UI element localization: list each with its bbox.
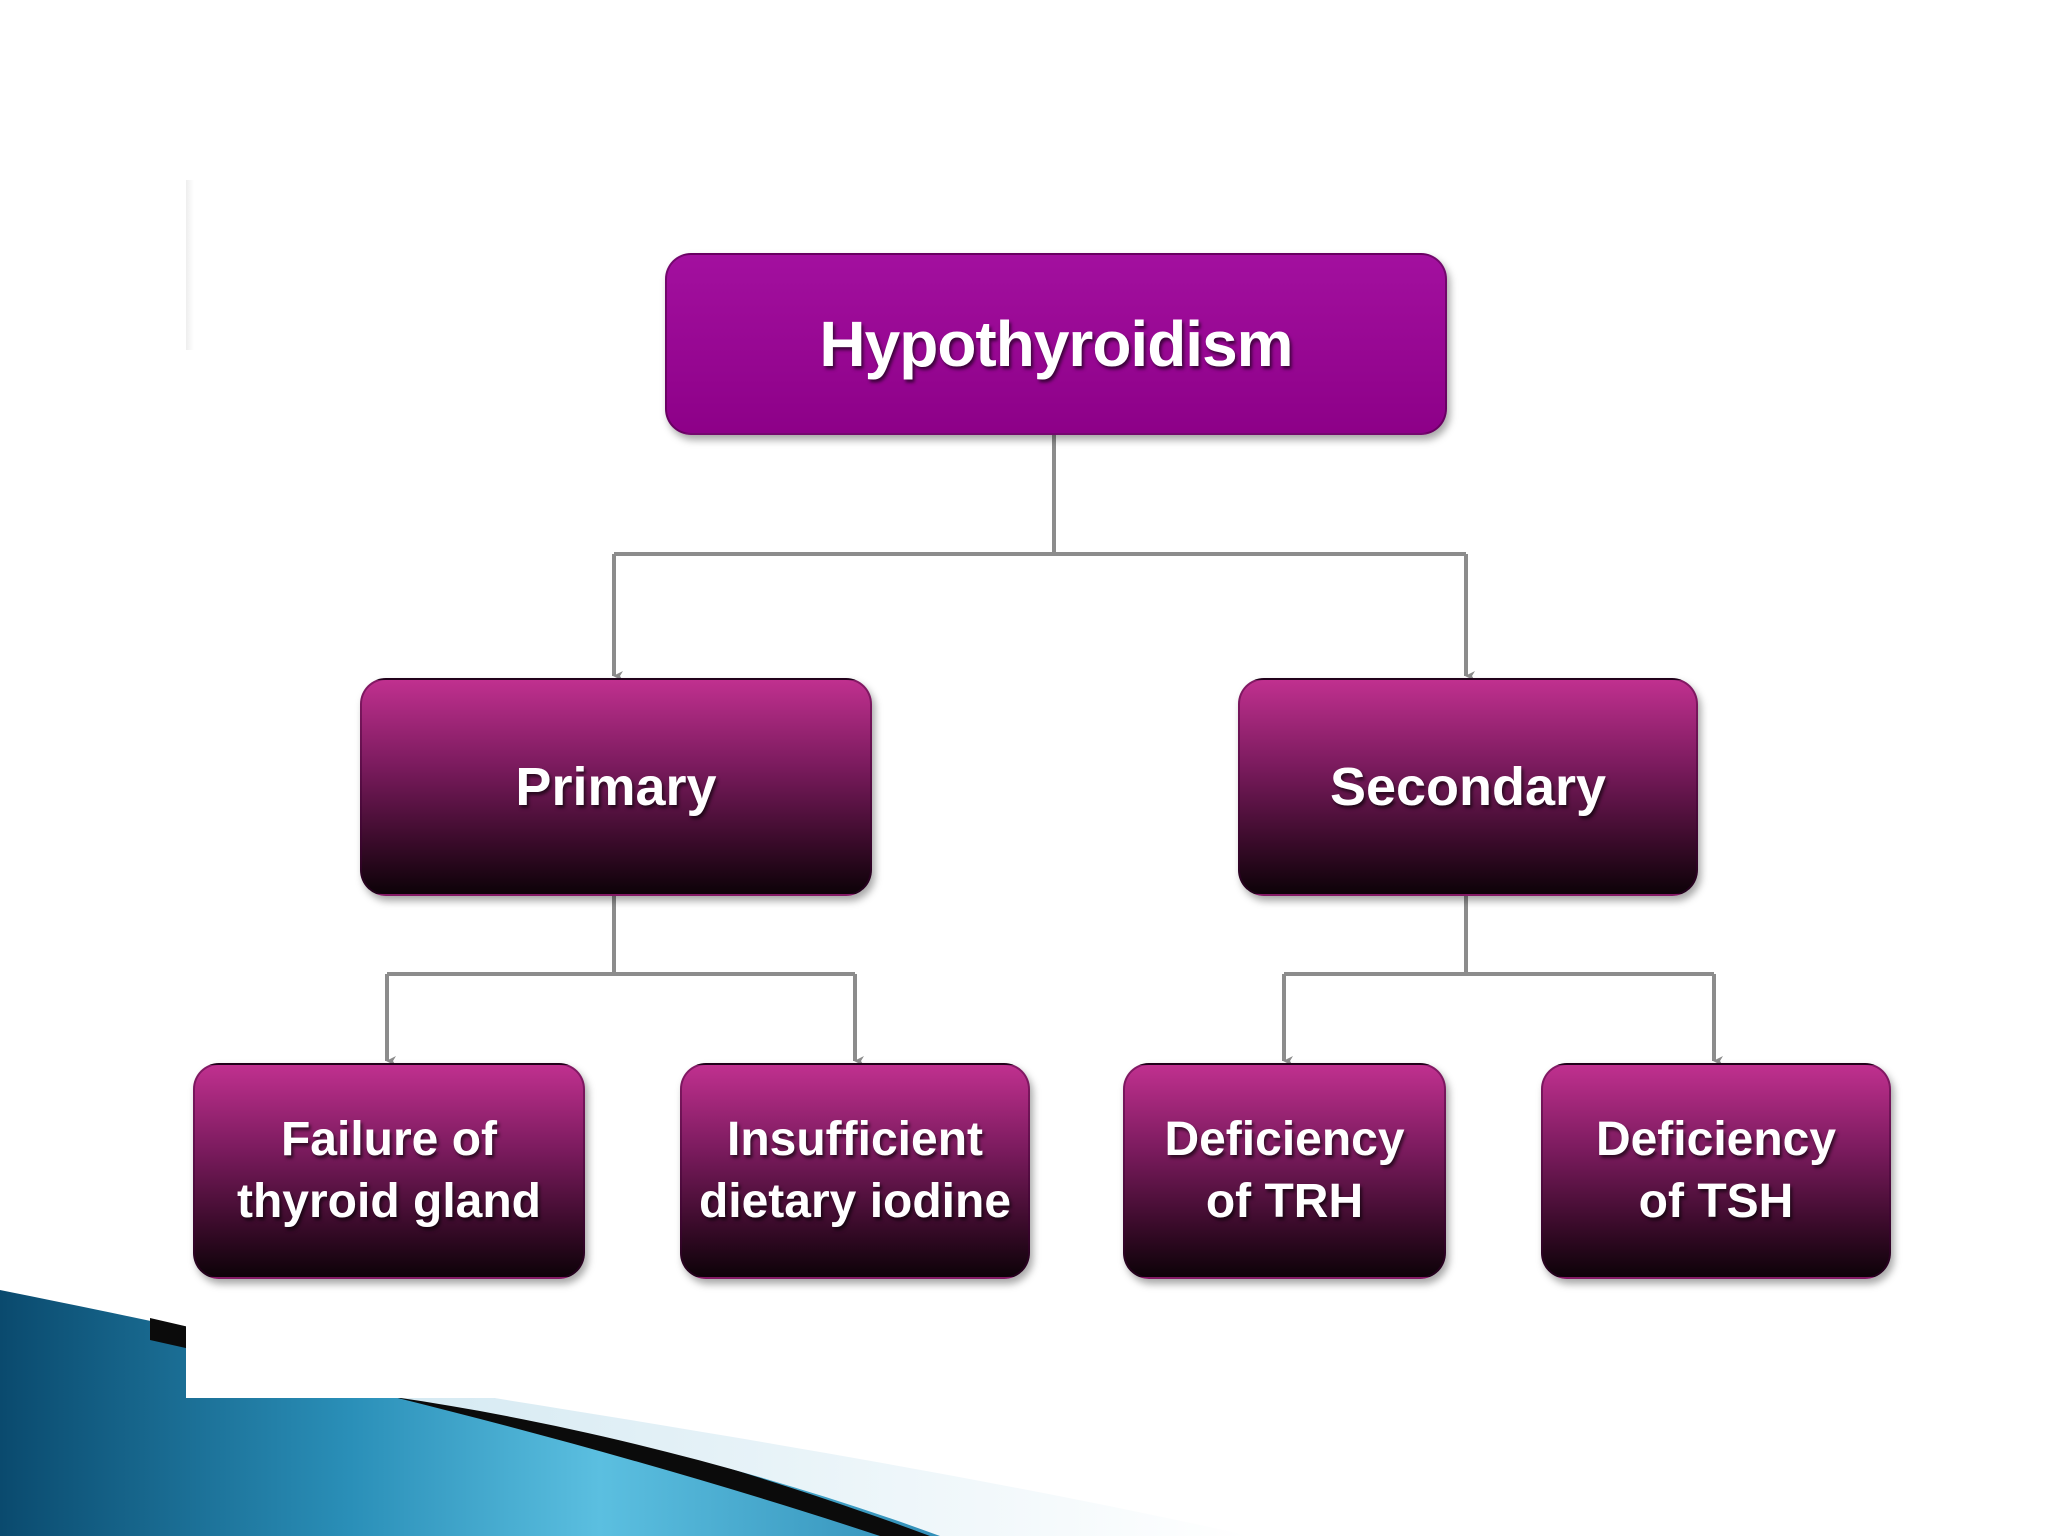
node-deficiency-of-tsh: Deficiency of TSH — [1541, 1063, 1891, 1279]
node-failure-of-thyroid-gland: Failure of thyroid gland — [193, 1063, 585, 1279]
node-primary: Primary — [360, 678, 872, 896]
node-insufficient-dietary-iodine: Insufficient dietary iodine — [680, 1063, 1030, 1279]
node-deficiency-of-trh: Deficiency of TRH — [1123, 1063, 1446, 1279]
node-secondary: Secondary — [1238, 678, 1698, 896]
node-hypothyroidism: Hypothyroidism — [665, 253, 1447, 435]
panel-edge-shade — [186, 180, 194, 350]
